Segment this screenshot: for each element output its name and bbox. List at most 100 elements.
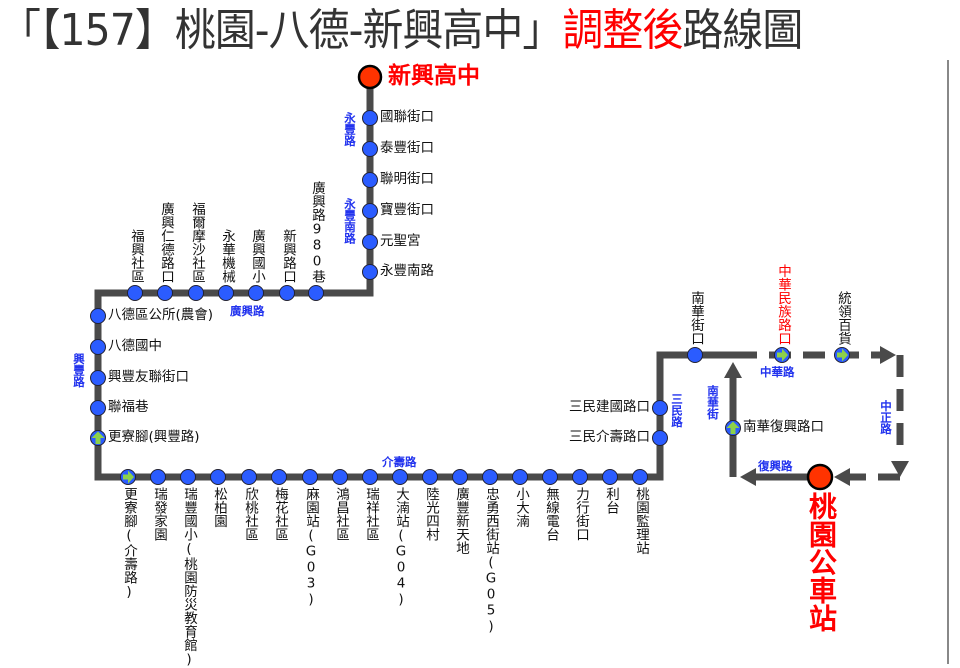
stop-label: 中華民族路口 bbox=[775, 264, 791, 345]
road-label: 復興路 bbox=[758, 459, 793, 473]
stop-label: 福興社區 bbox=[128, 229, 144, 283]
direction-arrow-icon bbox=[91, 431, 105, 444]
stop-label: 三民介壽路口 bbox=[569, 429, 650, 445]
road-label: 永豐路 bbox=[343, 112, 357, 147]
stop-label: 南華街口 bbox=[688, 291, 704, 345]
arrow-left-icon bbox=[834, 468, 850, 486]
bus-stop bbox=[218, 285, 234, 301]
bus-stop bbox=[422, 469, 438, 485]
bus-stop bbox=[362, 141, 378, 157]
stop-label: 永豐南路 bbox=[380, 263, 434, 279]
road-label: 中正路 bbox=[879, 400, 893, 435]
page-title: 「【157】桃園-八德-新興高中」調整後路線圖 bbox=[0, 0, 803, 58]
stop-label: 陸光四村 bbox=[423, 487, 439, 541]
bus-stop bbox=[687, 347, 703, 363]
stop-label: 大湳站(G04) bbox=[393, 487, 409, 608]
stop-label: 元聖宮 bbox=[380, 233, 421, 249]
bus-stop bbox=[90, 400, 106, 416]
stop-label: 瑞豐國小(桃園防災教育館) bbox=[181, 487, 197, 668]
stop-label: 福爾摩沙社區 bbox=[189, 202, 205, 283]
bus-stop bbox=[241, 469, 257, 485]
stop-label: 永華機械 bbox=[219, 229, 235, 283]
bus-stop bbox=[572, 469, 588, 485]
stop-label: 欣桃社區 bbox=[242, 487, 258, 541]
bus-stop bbox=[362, 264, 378, 280]
stop-label: 八德區公所(農會) bbox=[108, 307, 214, 323]
stop-label: 更寮腳(興豐路) bbox=[108, 429, 200, 445]
bus-stop bbox=[652, 400, 668, 416]
stop-label: 廣興國小 bbox=[249, 229, 265, 283]
bus-stop bbox=[90, 308, 106, 324]
stop-label: 新興路口 bbox=[280, 229, 296, 283]
stop-label: 麻園站(G03) bbox=[303, 487, 319, 608]
stop-label: 統領百貨 bbox=[835, 291, 851, 345]
stop-label: 力行街口 bbox=[573, 487, 589, 541]
bus-stop bbox=[652, 430, 668, 446]
bus-stop bbox=[157, 285, 173, 301]
bus-stop bbox=[308, 285, 324, 301]
terminal-north-label: 新興高中 bbox=[388, 63, 480, 89]
bus-stop bbox=[90, 339, 106, 355]
title-main: 「【157】桃園-八德-新興高中」 bbox=[0, 5, 563, 56]
stop-label: 更寮腳(介壽路) bbox=[121, 487, 137, 600]
stop-label: 興豐友聯街口 bbox=[108, 369, 189, 385]
road-label: 介壽路 bbox=[382, 455, 417, 469]
arrow-left-icon bbox=[740, 468, 756, 486]
road-label: 廣興路 bbox=[230, 304, 265, 318]
bus-stop bbox=[279, 285, 295, 301]
bus-stop bbox=[248, 285, 264, 301]
arrow-up-icon bbox=[724, 362, 742, 378]
bus-stop bbox=[542, 469, 558, 485]
bus-stop bbox=[127, 285, 143, 301]
stop-label: 忠勇西街站(G05) bbox=[483, 487, 499, 635]
direction-arrow-icon bbox=[837, 348, 848, 362]
stop-label: 國聯街口 bbox=[380, 109, 434, 125]
bus-stop bbox=[210, 469, 226, 485]
stop-label: 南華復興路口 bbox=[743, 419, 824, 435]
stop-label: 無線電台 bbox=[543, 487, 559, 541]
stop-label: 三民建國路口 bbox=[569, 399, 650, 415]
bus-stop bbox=[362, 110, 378, 126]
frame-border bbox=[947, 60, 949, 664]
arrow-down-icon bbox=[891, 461, 909, 477]
stop-label: 梅花社區 bbox=[272, 487, 288, 541]
stop-label: 八德國中 bbox=[108, 338, 162, 354]
title-suffix: 路線圖 bbox=[682, 5, 803, 56]
direction-arrow-icon bbox=[777, 348, 788, 362]
stop-label: 小大湳 bbox=[513, 487, 529, 528]
bus-stop bbox=[362, 234, 378, 250]
road-label: 中華路 bbox=[760, 365, 795, 379]
stop-label: 廣興仁德路口 bbox=[158, 202, 174, 283]
bus-stop bbox=[302, 469, 318, 485]
stop-label: 桃園監理站 bbox=[633, 487, 649, 555]
direction-arrow-icon bbox=[726, 421, 740, 434]
terminal-south-label: 桃園公車站 bbox=[805, 492, 838, 632]
bus-stop bbox=[271, 469, 287, 485]
bus-stop bbox=[362, 203, 378, 219]
bus-stop bbox=[512, 469, 528, 485]
bus-stop bbox=[392, 469, 408, 485]
road-label: 南華街 bbox=[706, 385, 720, 420]
road-label: 三民路 bbox=[670, 393, 684, 428]
stop-label: 廣興路980巷 bbox=[309, 181, 325, 283]
route-line-main bbox=[94, 77, 735, 481]
bus-stop bbox=[452, 469, 468, 485]
stop-label: 寶豐街口 bbox=[380, 202, 434, 218]
bus-stop bbox=[632, 469, 648, 485]
bus-stop bbox=[188, 285, 204, 301]
bus-stop bbox=[362, 469, 378, 485]
title-adjusted: 調整後 bbox=[562, 5, 683, 56]
stop-label: 瑞發家園 bbox=[151, 487, 167, 541]
direction-arrow-icon bbox=[123, 470, 134, 484]
stop-label: 廣豐新天地 bbox=[453, 487, 469, 555]
road-label: 永豐南路 bbox=[343, 198, 357, 244]
stop-label: 利台 bbox=[603, 487, 619, 514]
bus-stop bbox=[90, 370, 106, 386]
terminal-north-marker bbox=[357, 64, 383, 90]
bus-stop bbox=[362, 172, 378, 188]
stop-label: 松柏園 bbox=[211, 487, 227, 528]
stop-label: 瑞祥社區 bbox=[363, 487, 379, 541]
stop-label: 鴻昌社區 bbox=[333, 487, 349, 541]
bus-stop bbox=[150, 469, 166, 485]
